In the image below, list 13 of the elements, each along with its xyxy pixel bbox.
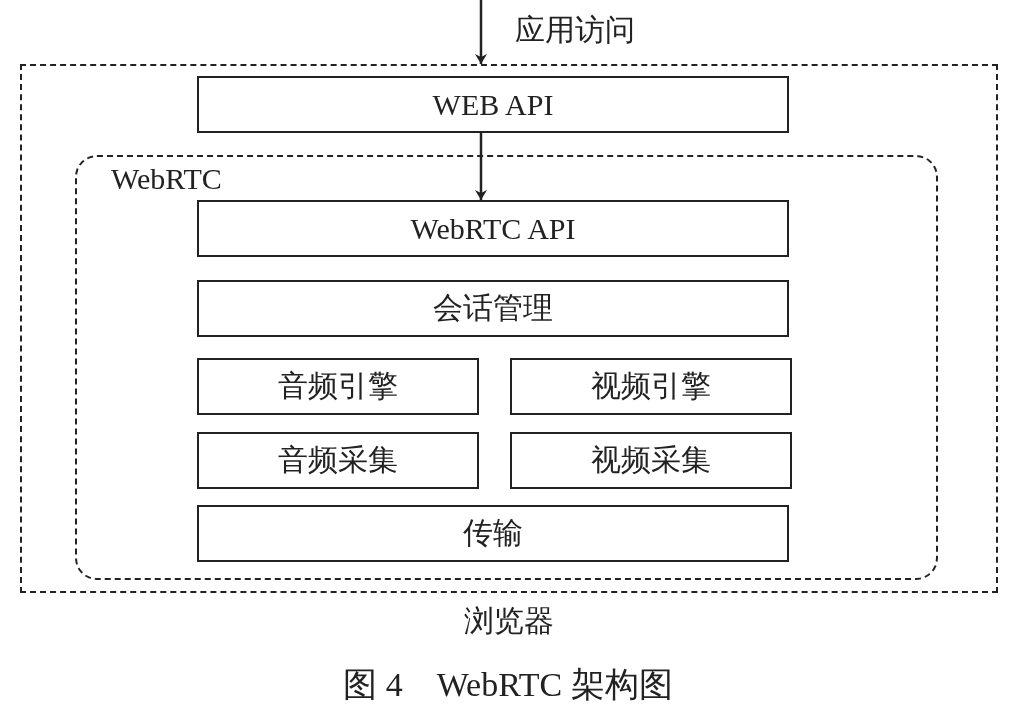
caption: 图 4 WebRTC 架构图 <box>342 665 674 705</box>
arrow <box>476 0 486 64</box>
layer-box: WEB API <box>197 76 789 133</box>
layer-box: WebRTC API <box>197 200 789 257</box>
layer-box: 会话管理 <box>197 280 789 337</box>
frame-label: 浏览器 <box>463 603 555 639</box>
layer-box: 音频采集 <box>197 432 479 489</box>
layer-box: 音频引擎 <box>197 358 479 415</box>
arrow <box>476 133 486 200</box>
layer-box: 传输 <box>197 505 789 562</box>
layer-box: 视频引擎 <box>510 358 792 415</box>
group-label: WebRTC <box>111 161 222 197</box>
layer-box: 视频采集 <box>510 432 792 489</box>
